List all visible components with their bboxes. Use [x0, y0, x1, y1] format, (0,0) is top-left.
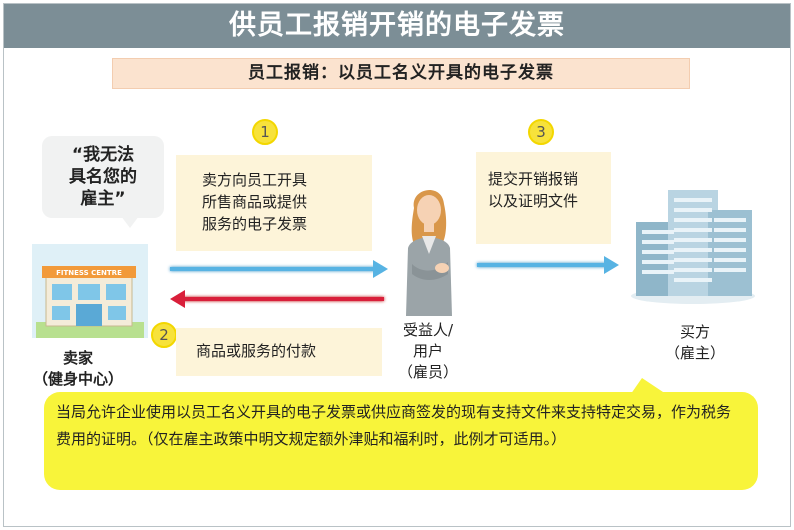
page-title: 供员工报销开销的电子发票 — [4, 4, 790, 48]
claim-arrow — [477, 256, 619, 274]
step-2-line: 商品或服务的付款 — [196, 342, 317, 360]
office-building-icon — [631, 190, 755, 304]
step-1-badge: 1 — [252, 119, 278, 145]
user-label: 受益人/ 用户 （雇员） — [378, 320, 478, 383]
arrow-head — [373, 260, 388, 278]
invoice-arrow — [170, 260, 388, 278]
explanation-text: 当局允许企业使用以员工名义开具的电子发票或供应商签发的现有支持文件来支持特定交易… — [56, 403, 732, 448]
arrow-shaft — [477, 263, 607, 267]
seller-label-line: （健身中心） — [32, 370, 123, 388]
arrow-head — [170, 290, 185, 308]
step-3-badge: 3 — [528, 119, 554, 145]
arrow-head — [604, 256, 619, 274]
step-2-note: 商品或服务的付款 — [176, 328, 382, 376]
step-1-note: 卖方向员工开具 所售商品或提供 服务的电子发票 — [176, 155, 372, 251]
buyer-label-line: （雇主） — [664, 344, 725, 362]
subtitle: 员工报销：以员工名义开具的电子发票 — [112, 58, 690, 89]
explanation-banner: 当局允许企业使用以员工名义开具的电子发票或供应商签发的现有支持文件来支持特定交易… — [44, 392, 758, 490]
fitness-sign-text: FITNESS CENTRE — [56, 269, 122, 277]
step-2-badge: 2 — [151, 322, 177, 348]
speech-bubble-line: 雇主” — [80, 189, 126, 209]
step-3-line: 以及证明文件 — [488, 192, 579, 210]
buyer-label-line: 买方 — [679, 323, 710, 341]
step-1-line: 卖方向员工开具 — [202, 171, 308, 189]
user-label-line: （雇员） — [397, 363, 458, 381]
speech-bubble: “我无法 具名您的 雇主” — [42, 136, 164, 218]
seller-label: 卖家 （健身中心） — [28, 348, 128, 390]
step-1-line: 所售商品或提供 — [202, 193, 308, 211]
speech-bubble-line: “我无法 — [71, 145, 135, 165]
step-1-line: 服务的电子发票 — [202, 215, 308, 233]
seller-label-line: 卖家 — [62, 349, 93, 367]
buyer-label: 买方 （雇主） — [640, 322, 750, 364]
step-3-line: 提交开销报销 — [488, 170, 579, 188]
arrow-shaft — [170, 267, 376, 271]
user-label-line: 用户 — [412, 342, 443, 360]
fitness-centre-building-icon: FITNESS CENTRE — [32, 244, 148, 338]
employee-woman-icon — [406, 190, 452, 316]
speech-bubble-line: 具名您的 — [69, 167, 137, 187]
arrow-shaft — [182, 297, 384, 301]
speech-bubble-tail — [118, 212, 142, 228]
user-label-line: 受益人/ — [402, 321, 454, 339]
step-3-note: 提交开销报销 以及证明文件 — [476, 152, 611, 244]
payment-arrow — [170, 290, 384, 308]
